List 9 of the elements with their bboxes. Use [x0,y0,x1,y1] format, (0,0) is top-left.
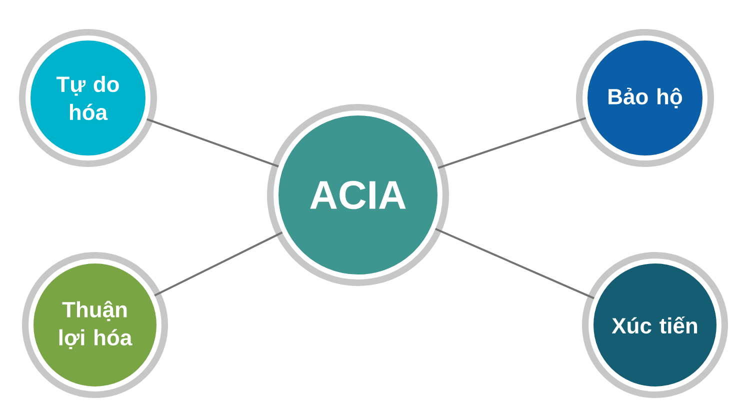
connector-line [154,232,283,296]
connector-line [146,118,279,168]
circle-node: Thuận lợi hóa [22,252,168,398]
connector-line [435,228,594,300]
circle-node: Bảo hộ [576,29,714,167]
connector-line [438,117,586,169]
circle-node: Tự do hóa [19,29,157,167]
circle-node: ACIA [267,104,449,286]
circle-node: Xúc tiến [582,252,728,398]
